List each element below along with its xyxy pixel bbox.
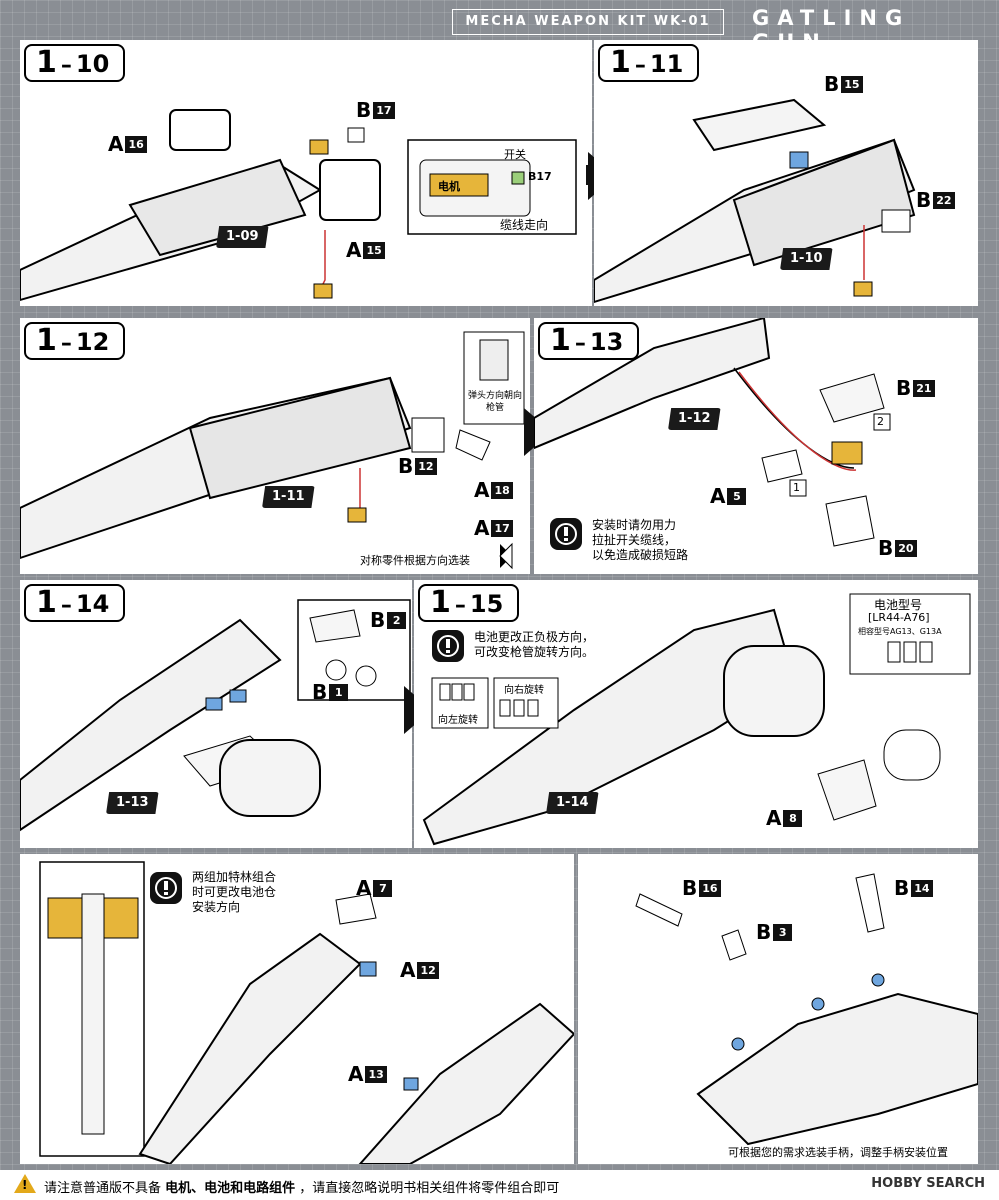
step-number-1-13: 1–13: [538, 322, 640, 360]
ref-tag-1-10: 1-10: [780, 248, 833, 270]
ref-tag-1-09: 1-09: [216, 226, 269, 248]
inset-motor-label: 电机: [438, 180, 460, 193]
warning-triangle-icon: [14, 1174, 36, 1193]
ref-tag-1-14: 1-14: [546, 792, 599, 814]
inset-switch-label: 开关: [504, 148, 526, 161]
handle-diagram: [635, 873, 978, 1146]
step-number-1-11: 1–11: [598, 44, 700, 82]
step-number-1-10: 1–10: [24, 44, 126, 82]
inset-cable-route-label: 缆线走向: [500, 218, 549, 232]
dual-note-line-2: 时可更改电池仓: [192, 885, 277, 899]
battery-model-title: 电池型号: [874, 598, 923, 612]
step-1-15-diagram: [422, 593, 971, 846]
caution-line-3: 以免造成破损短路: [592, 548, 689, 562]
caution-icon: [550, 518, 582, 550]
rotate-right-label: 向右旋转: [504, 685, 544, 696]
caution-line-1: 安装时请勿用力: [592, 518, 677, 532]
ref-tag-1-13: 1-13: [106, 792, 159, 814]
info-icon-polarity: [432, 630, 464, 662]
step-1-10-diagram: [20, 109, 577, 302]
battery-compatible: 相容型号AG13、G13A: [858, 627, 942, 636]
handle-position-note: 可根据您的需求选装手柄，调整手柄安装位置: [728, 1146, 948, 1159]
step-number-1-14: 1–14: [24, 584, 126, 622]
symmetric-parts-note: 对称零件根据方向选装: [360, 554, 470, 567]
order-badge-2: 2: [877, 415, 884, 428]
battery-model-code: [LR44-A76]: [868, 611, 930, 624]
rotate-left-label: 向左旋转: [438, 715, 478, 726]
step-number-1-12: 1–12: [24, 322, 126, 360]
dual-gatling-diagram: [39, 861, 574, 1164]
watermark-logo: HOBBY SEARCH: [871, 1176, 985, 1191]
order-badge-1: 1: [793, 481, 800, 494]
ref-tag-1-12: 1-12: [668, 408, 721, 430]
bullet-direction-note: 弹头方向朝向枪管: [467, 391, 522, 413]
step-1-14-diagram: [20, 599, 411, 832]
ref-tag-1-11: 1-11: [262, 486, 315, 508]
kit-name-box: MECHA WEAPON KIT WK-01: [452, 9, 724, 35]
step-number-1-15: 1–15: [418, 584, 520, 622]
footer-bar: 请注意普通版不具备 电机、电池和电路组件 ，请直接忽略说明书相关组件将零件组合即…: [0, 1170, 999, 1200]
polarity-note-line-1: 电池更改正负极方向，: [474, 630, 595, 644]
step-1-12-diagram: [20, 331, 525, 570]
inset-b17-label: B17: [528, 170, 552, 183]
dual-note-line-1: 两组加特林组合: [192, 870, 277, 884]
footer-notice: 请注意普通版不具备 电机、电池和电路组件 ，请直接忽略说明书相关组件将零件组合即…: [44, 1181, 560, 1196]
dual-note-line-3: 安装方向: [192, 900, 241, 914]
caution-line-2: 拉扯开关缆线，: [592, 533, 677, 547]
info-icon-dual: [150, 872, 182, 904]
step-1-13-diagram: [534, 318, 891, 547]
polarity-note-line-2: 可改变枪管旋转方向。: [474, 645, 595, 659]
step-1-11-diagram: [594, 98, 916, 304]
step-1-15-panel: 1–15 电池更改正负极方向， 可改变枪管旋转方向。 向左旋转 向右旋转 电池型…: [414, 580, 978, 848]
